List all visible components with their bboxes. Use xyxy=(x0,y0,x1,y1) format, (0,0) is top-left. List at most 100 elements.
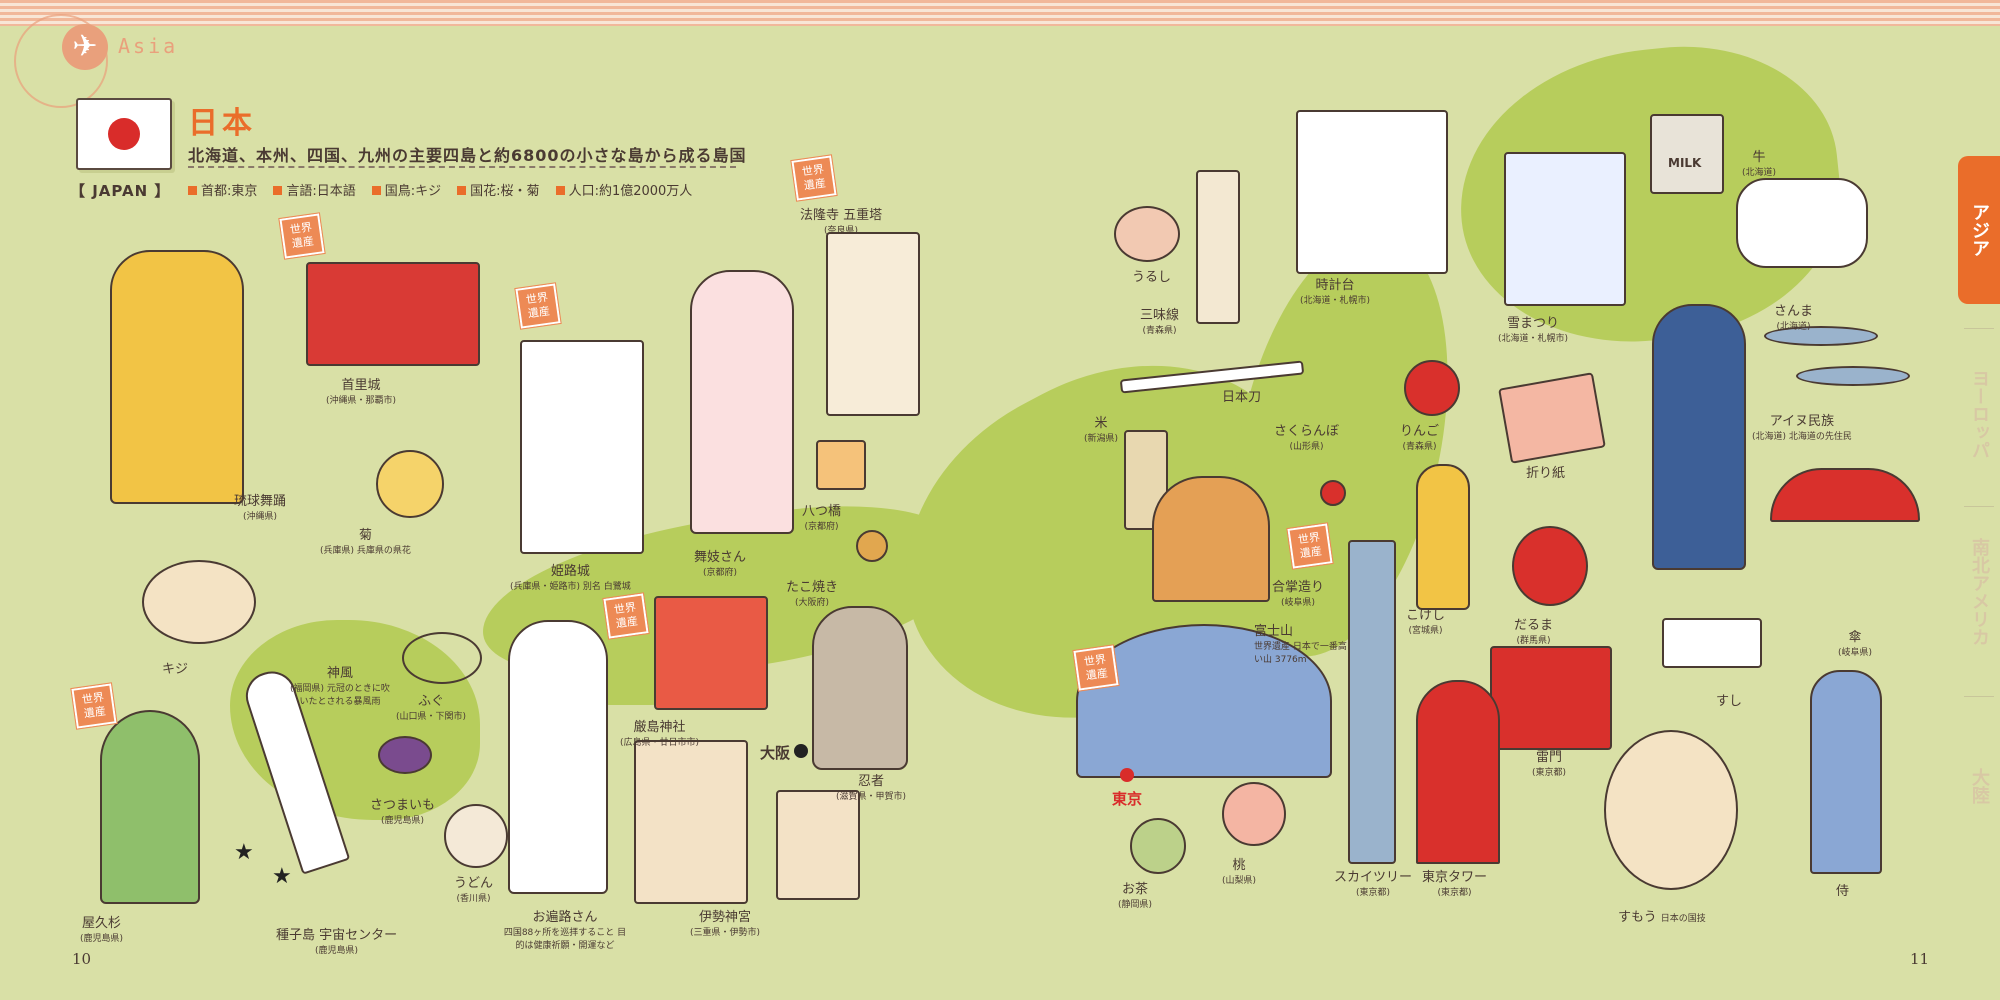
label-title: 首里城 xyxy=(341,378,381,393)
label-sub: (滋賀県・甲賀市) xyxy=(836,792,907,802)
label-kiku: 菊(兵庫県) 兵庫県の県花 xyxy=(320,524,411,556)
star-icon: ★ xyxy=(272,864,292,889)
label-title: 屋久杉 xyxy=(82,916,122,931)
label-title: 種子島 宇宙センター xyxy=(276,928,398,943)
label-sub: (東京都) xyxy=(1355,888,1391,898)
snow-festival-illustration xyxy=(1504,152,1626,306)
label-title: 厳島神社 xyxy=(633,720,686,735)
country-facts: 首都:東京 言語:日本語 国鳥:キジ 国花:桜・菊 人口:約1億2000万人 xyxy=(188,180,692,199)
label-title: さつまいも xyxy=(370,798,436,813)
yakusugi-illustration xyxy=(100,710,200,904)
heritage-badge-shuri: 世界 遺産 xyxy=(278,212,326,260)
label-itsukushima: 厳島神社(広島県・廿日市市) xyxy=(620,716,699,748)
label-kamikaze: 神風(福岡県) 元冠のときに吹いたとされる暴風雨 xyxy=(290,662,390,707)
label-maiko: 舞妓さん(京都府) xyxy=(694,546,746,578)
tab-europe[interactable]: ヨーロッパ xyxy=(1969,369,1990,459)
label-title: だるま xyxy=(1514,618,1554,633)
label-horyuji: 法隆寺 五重塔 (奈良県) xyxy=(800,204,882,236)
heritage-badge-himeji: 世界 遺産 xyxy=(514,282,562,330)
label-sub: (宮城県) xyxy=(1408,626,1443,636)
fact-population: 人口:約1億2000万人 xyxy=(556,180,693,199)
heritage-badge-itsukushima: 世界 遺産 xyxy=(602,592,650,640)
himeji-castle-illustration xyxy=(520,340,644,554)
label-kiji: キジ xyxy=(162,658,188,677)
pagoda-illustration xyxy=(826,232,920,416)
label-kasa: 傘(岐阜県) xyxy=(1838,626,1872,658)
label-sub: (奈良県) xyxy=(824,226,859,236)
kiji-illustration xyxy=(142,560,256,644)
label-sub: (青森県) xyxy=(1402,442,1437,452)
postmark-stamp xyxy=(14,14,108,108)
skytree-illustration xyxy=(1348,540,1396,864)
label-title: キジ xyxy=(162,662,189,677)
label-ise: 伊勢神宮(三重県・伊勢市) xyxy=(690,906,760,938)
label-title: 忍者 xyxy=(858,774,885,789)
label-title: 桃 xyxy=(1232,858,1246,873)
country-title: 日本 xyxy=(188,106,256,141)
label-yatsuhashi: 八つ橋(京都府) xyxy=(802,500,841,532)
ninja-illustration xyxy=(812,606,908,770)
fuji-illustration xyxy=(1076,624,1332,778)
label-title: 伊勢神宮 xyxy=(699,910,752,925)
label-title: ふぐ xyxy=(418,694,445,709)
label-milk: MILK xyxy=(1668,156,1701,170)
urushi-bowl-illustration xyxy=(1114,206,1180,262)
label-yukimatsuri: 雪まつり(北海道・札幌市) xyxy=(1498,312,1568,344)
label-sakuranbo: さくらんぼ(山形県) xyxy=(1274,420,1339,452)
label-sub: (山梨県) xyxy=(1222,876,1257,886)
label-sanma: さんま (北海道) xyxy=(1774,300,1813,332)
tokyo-tower-illustration xyxy=(1416,680,1500,864)
label-sub: (北海道) xyxy=(1776,322,1811,332)
label-title: 侍 xyxy=(1836,884,1850,899)
label-title: たこ焼き xyxy=(786,580,839,595)
label-title: こけし xyxy=(1406,608,1446,623)
label-title: うどん xyxy=(454,876,494,891)
label-title: さんま xyxy=(1774,304,1814,319)
label-ninja: 忍者 (滋賀県・甲賀市) xyxy=(836,770,906,802)
country-name-en: 【 JAPAN 】 xyxy=(70,182,171,200)
label-fuji: 富士山世界遺産 日本で一番高い山 3776m xyxy=(1254,620,1354,665)
label-daruma: だるま (群馬県) xyxy=(1514,614,1553,646)
label-udon: うどん (香川県) xyxy=(454,872,493,904)
label-sub: (青森県) xyxy=(1142,326,1177,336)
label-sub: (東京都) xyxy=(1437,888,1472,898)
airplane-icon: ✈ xyxy=(62,24,108,70)
page-number-right: 11 xyxy=(1910,950,1930,968)
label-title: 米 xyxy=(1094,416,1108,431)
label-kome: 米 (新潟県) xyxy=(1084,412,1118,444)
shuri-castle-illustration xyxy=(306,262,480,366)
label-shamisen: 三味線(青森県) xyxy=(1140,304,1179,336)
sumo-illustration xyxy=(1604,730,1738,890)
label-shuri: 首里城(沖縄県・那覇市) xyxy=(326,374,396,406)
label-sub: 四国88ヶ所を巡拝すること 目的は健康祈願・開運など xyxy=(503,928,627,951)
label-ohenro: お遍路さん四国88ヶ所を巡拝すること 目的は健康祈願・開運など xyxy=(500,906,630,951)
label-tokeidai: 時計台(北海道・札幌市) xyxy=(1300,274,1370,306)
label-title: 雪まつり xyxy=(1507,316,1560,331)
label-title: 時計台 xyxy=(1315,278,1355,293)
tab-asia[interactable]: アジア xyxy=(1958,156,2000,304)
ise-shrine-illustration xyxy=(634,740,748,904)
label-title: すし xyxy=(1716,694,1743,709)
label-kaminarimon: 雷門 (東京都) xyxy=(1532,746,1566,778)
flag-sun xyxy=(108,118,140,150)
label-sub: (東京都) xyxy=(1532,768,1567,778)
label-urushi: うるし xyxy=(1132,266,1171,285)
label-sub: (群馬県) xyxy=(1516,636,1551,646)
label-title: さくらんぼ xyxy=(1274,424,1340,439)
tab-continent[interactable]: 大陸 xyxy=(1969,768,1990,804)
label-ocha: お茶(静岡県) xyxy=(1118,878,1152,910)
label-title: 琉球舞踊 xyxy=(234,494,287,509)
milk-can-illustration xyxy=(1650,114,1724,194)
continent-sidebar: アジア ヨーロッパ 南北アメリカ 大陸 xyxy=(1958,156,2000,996)
label-title: 合掌造り xyxy=(1272,580,1325,595)
label-ushi: 牛(北海道) xyxy=(1742,146,1776,178)
tokyo-label: 東京 xyxy=(1112,790,1143,808)
label-sub: (新潟県) xyxy=(1084,434,1119,444)
label-title: 雷門 xyxy=(1536,750,1563,765)
label-kokeshi: こけし (宮城県) xyxy=(1406,604,1445,636)
label-title: スカイツリー xyxy=(1334,870,1413,885)
label-sub: (香川県) xyxy=(456,894,491,904)
label-title: 法隆寺 五重塔 xyxy=(800,208,883,223)
ise-torii-illustration xyxy=(776,790,860,900)
tab-americas[interactable]: 南北アメリカ xyxy=(1969,538,1990,646)
